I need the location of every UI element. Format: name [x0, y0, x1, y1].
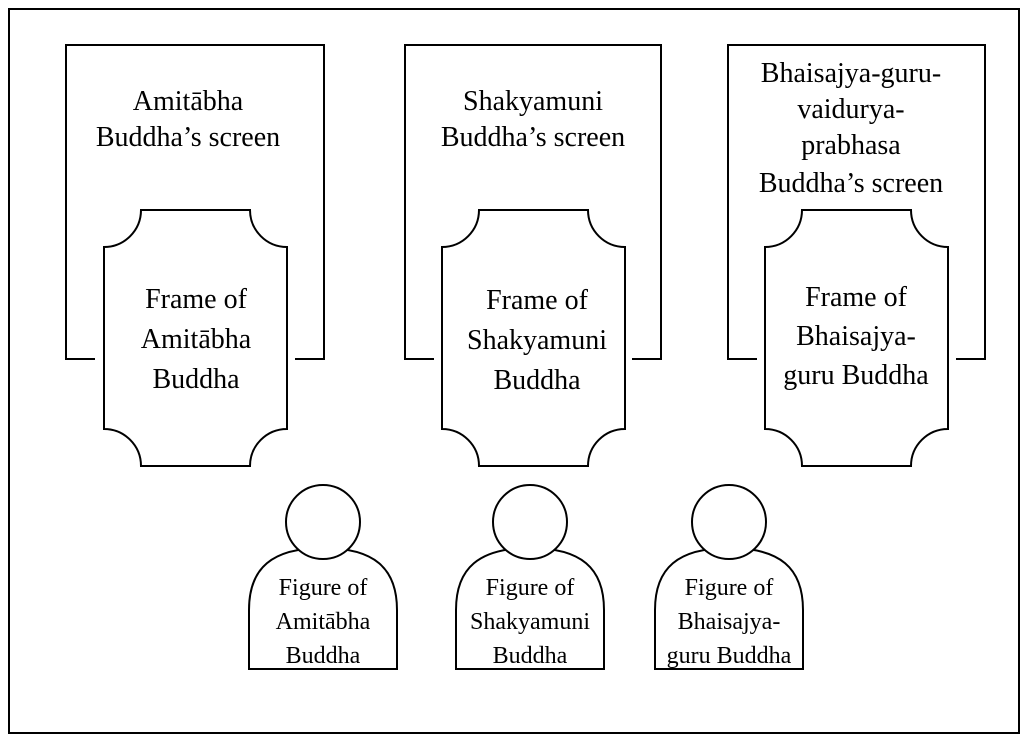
screen-label-line: vaidurya-	[797, 94, 904, 125]
frame-outline	[441, 209, 626, 467]
figure-label-line: Amitābha	[276, 609, 371, 635]
figure-shakyamuni: Figure of Shakyamuni Buddha	[455, 484, 605, 670]
frame-label-line: Bhaisajya-	[796, 321, 916, 352]
frame-outline	[764, 209, 949, 467]
screen-shakyamuni: Shakyamuni Buddha’s screen	[404, 44, 662, 360]
frame-label-line: Shakyamuni	[467, 325, 607, 356]
screen-outline	[65, 44, 325, 360]
figure-bhaisajya-guru: Figure of Bhaisajya- guru Buddha	[654, 484, 804, 670]
screen-label-line: Buddha’s screen	[96, 122, 280, 153]
frame-label-line: Frame of	[805, 282, 908, 313]
screen-label-line: prabhasa	[801, 130, 901, 161]
diagram-border	[8, 8, 1020, 734]
figure-label-line: Figure of	[486, 575, 575, 601]
frame-outline	[103, 209, 288, 467]
screen-bhaisajya-guru: Bhaisajya-guru- vaidurya- prabhasa Buddh…	[727, 44, 986, 360]
frame-bhaisajya-guru: Frame of Bhaisajya- guru Buddha	[764, 209, 949, 467]
figure-label-line: Figure of	[279, 575, 368, 601]
frame-label-line: guru Buddha	[783, 360, 929, 391]
figure-label-line: Buddha	[493, 643, 568, 669]
figure-label-line: guru Buddha	[667, 643, 792, 669]
figure-label-line: Buddha	[286, 643, 361, 669]
figure-label-line: Bhaisajya-	[678, 609, 781, 635]
screen-label-line: Amitābha	[133, 86, 244, 117]
figure-head	[492, 484, 568, 560]
frame-shakyamuni: Frame of Shakyamuni Buddha	[441, 209, 626, 467]
screen-amitabha: Amitābha Buddha’s screen	[65, 44, 325, 360]
figure-head	[285, 484, 361, 560]
figure-label-line: Figure of	[685, 575, 774, 601]
figure-amitabha: Figure of Amitābha Buddha	[248, 484, 398, 670]
figure-head	[691, 484, 767, 560]
screen-label-line: Buddha’s screen	[441, 122, 625, 153]
screen-outline	[404, 44, 662, 360]
screen-label-line: Bhaisajya-guru-	[761, 58, 941, 89]
frame-amitabha: Frame of Amitābha Buddha	[103, 209, 288, 467]
figure-label-line: Shakyamuni	[470, 609, 590, 635]
screen-outline	[727, 44, 986, 360]
frame-label-line: Frame of	[145, 284, 248, 315]
frame-label-line: Buddha	[152, 364, 240, 395]
screen-label-line: Buddha’s screen	[759, 168, 943, 199]
frame-label-line: Frame of	[486, 285, 589, 316]
frame-label-line: Buddha	[493, 365, 581, 396]
frame-label-line: Amitābha	[141, 324, 252, 355]
screen-label-line: Shakyamuni	[463, 86, 603, 117]
